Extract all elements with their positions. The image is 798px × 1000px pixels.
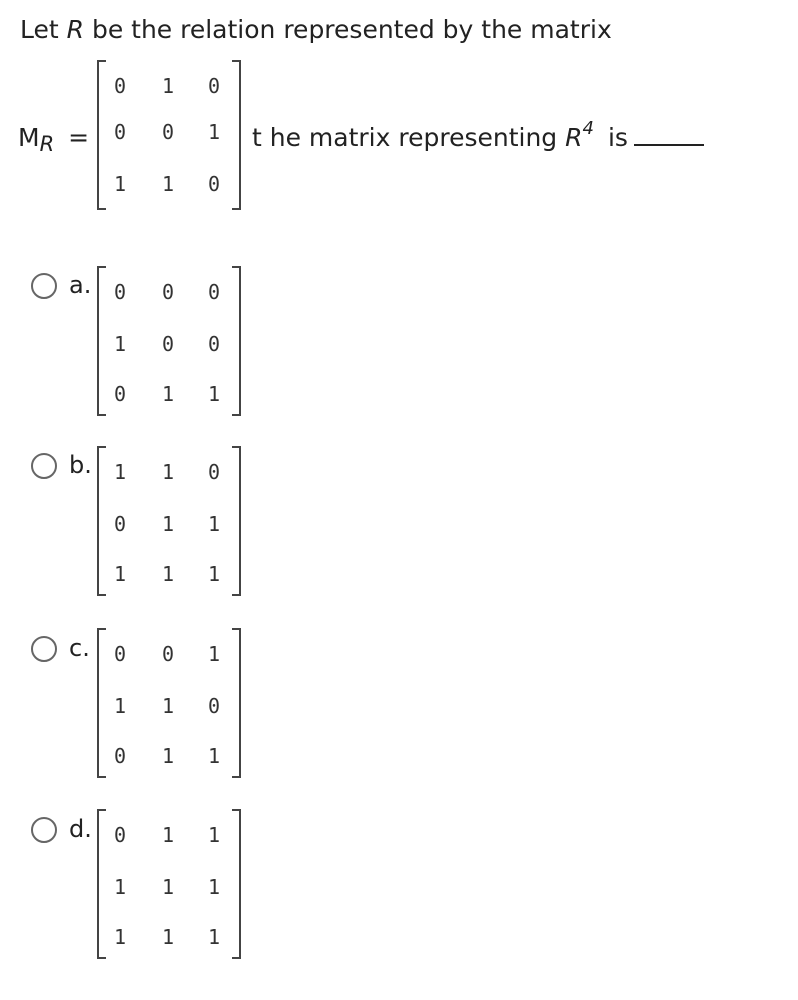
matrix-cell: 0: [113, 382, 127, 406]
matrix-right-bracket: [232, 60, 241, 210]
option-d-label[interactable]: d.: [69, 815, 92, 843]
matrix-cell: 1: [207, 875, 221, 899]
option-b-radio[interactable]: [31, 453, 57, 479]
stem-suffix: be the relation represented by the matri…: [84, 15, 612, 44]
matrix-cell: 1: [113, 460, 127, 484]
tail-text: t he matrix representing: [252, 123, 566, 152]
matrix-left-bracket: [97, 266, 106, 416]
stem-prefix: Let: [20, 15, 67, 44]
option-d-matrix: 0 1 1 1 1 1 1 1 1: [97, 809, 241, 959]
matrix-label-main: M: [18, 123, 40, 152]
matrix-left-bracket: [97, 628, 106, 778]
matrix-cell: 1: [161, 823, 175, 847]
option-c-radio[interactable]: [31, 636, 57, 662]
matrix-cell: 1: [161, 172, 175, 196]
matrix-cell: 1: [161, 382, 175, 406]
matrix-cell: 0: [207, 74, 221, 98]
matrix-cell: 1: [113, 875, 127, 899]
matrix-cell: 0: [113, 642, 127, 666]
matrix-cell: 0: [113, 280, 127, 304]
matrix-cell: 1: [161, 925, 175, 949]
matrix-cell: 0: [161, 120, 175, 144]
tail-variable: R: [565, 123, 583, 152]
matrix-cell: 0: [113, 823, 127, 847]
tail-exponent: 4: [582, 118, 594, 139]
question-stem: Let R be the relation represented by the…: [20, 14, 612, 46]
option-b-label[interactable]: b.: [69, 451, 92, 479]
matrix-cell: 1: [113, 925, 127, 949]
matrix-cell: 1: [161, 694, 175, 718]
matrix-cell: 0: [161, 280, 175, 304]
matrix-label-equals: =: [60, 123, 90, 152]
tail-is: is: [607, 123, 628, 152]
matrix-left-bracket: [97, 446, 106, 596]
matrix-cell: 0: [113, 512, 127, 536]
option-a-radio[interactable]: [31, 273, 57, 299]
matrix-cell: 1: [161, 460, 175, 484]
matrix-cell: 1: [207, 562, 221, 586]
matrix-cell: 1: [161, 562, 175, 586]
matrix-cell: 0: [207, 332, 221, 356]
matrix-right-bracket: [232, 446, 241, 596]
option-c-matrix: 0 0 1 1 1 0 0 1 1: [97, 628, 241, 778]
matrix-cell: 0: [161, 332, 175, 356]
matrix-cell: 0: [207, 694, 221, 718]
matrix-cell: 1: [161, 875, 175, 899]
matrix-label-subscript: R: [39, 132, 55, 156]
matrix-cell: 1: [207, 823, 221, 847]
matrix-right-bracket: [232, 266, 241, 416]
matrix-cell: 1: [113, 332, 127, 356]
matrix-cell: 1: [207, 512, 221, 536]
question-matrix: 0 1 0 0 0 1 1 1 0: [97, 60, 241, 210]
matrix-right-bracket: [232, 809, 241, 959]
matrix-label: MR =: [18, 122, 90, 156]
matrix-cell: 0: [113, 744, 127, 768]
matrix-cell: 1: [161, 512, 175, 536]
matrix-cell: 0: [207, 172, 221, 196]
option-b-matrix: 1 1 0 0 1 1 1 1 1: [97, 446, 241, 596]
matrix-cell: 1: [207, 382, 221, 406]
matrix-cell: 1: [161, 744, 175, 768]
stem-variable: R: [66, 15, 84, 44]
option-a-label[interactable]: a.: [69, 271, 92, 299]
matrix-cell: 1: [161, 74, 175, 98]
matrix-cell: 1: [113, 694, 127, 718]
matrix-cell: 0: [113, 74, 127, 98]
matrix-cell: 1: [207, 925, 221, 949]
matrix-cell: 0: [207, 280, 221, 304]
matrix-cell: 1: [207, 744, 221, 768]
matrix-cell: 0: [161, 642, 175, 666]
matrix-cell: 0: [113, 120, 127, 144]
option-a-matrix: 0 0 0 1 0 0 0 1 1: [97, 266, 241, 416]
matrix-cell: 1: [113, 172, 127, 196]
matrix-cell: 1: [207, 120, 221, 144]
matrix-cell: 1: [113, 562, 127, 586]
matrix-cell: 1: [207, 642, 221, 666]
option-d-radio[interactable]: [31, 817, 57, 843]
matrix-left-bracket: [97, 809, 106, 959]
option-c-label[interactable]: c.: [69, 634, 90, 662]
matrix-left-bracket: [97, 60, 106, 210]
answer-blank: [633, 124, 704, 146]
matrix-right-bracket: [232, 628, 241, 778]
question-tail: t he matrix representing R4 is: [252, 118, 704, 157]
matrix-cell: 0: [207, 460, 221, 484]
